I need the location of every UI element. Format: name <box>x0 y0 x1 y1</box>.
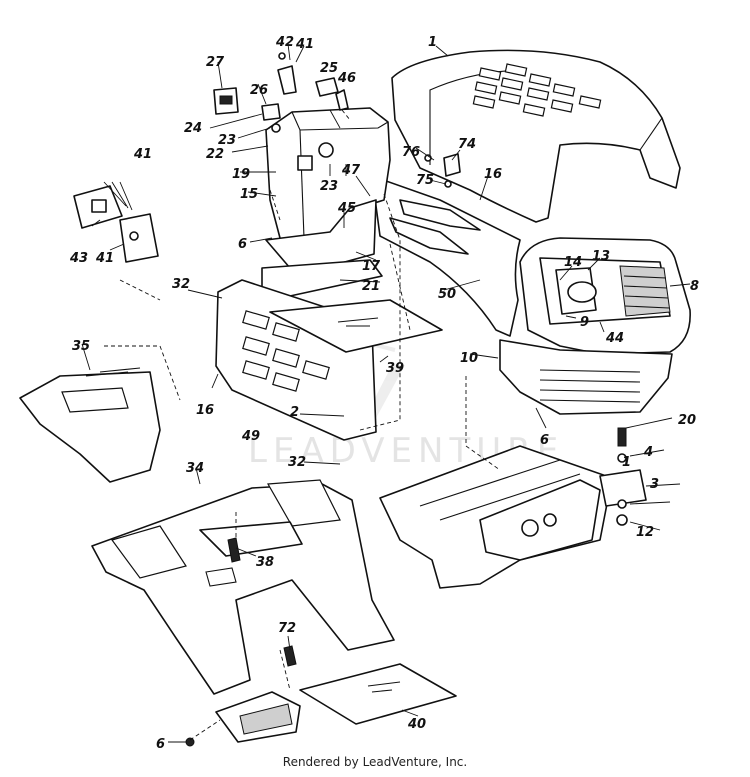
callout-43: 43 <box>69 251 88 266</box>
callout-39: 39 <box>386 361 404 376</box>
callout-8: 8 <box>690 279 699 294</box>
callout-27: 27 <box>206 55 225 70</box>
callout-40: 40 <box>407 717 426 732</box>
fender-detail <box>19 367 161 483</box>
callout-42: 42 <box>275 35 294 50</box>
callout-50: 50 <box>438 287 456 302</box>
callout-6-bumper: 6 <box>540 433 549 448</box>
callout-41-top: 41 <box>295 37 314 52</box>
callout-1-hood: 1 <box>428 35 437 50</box>
callout-24: 24 <box>184 121 202 136</box>
callout-6-rear: 6 <box>156 737 165 752</box>
switch-assembly <box>73 185 159 263</box>
callout-2: 2 <box>290 405 299 420</box>
callout-76: 76 <box>402 145 420 160</box>
callout-49: 49 <box>241 429 260 444</box>
leader-lines <box>81 43 691 743</box>
callout-20: 20 <box>678 413 696 428</box>
footer-credit: Rendered by LeadVenture, Inc. <box>282 755 468 769</box>
callout-75: 75 <box>416 173 434 188</box>
callout-26: 26 <box>250 83 268 98</box>
callout-21: 21 <box>362 279 380 294</box>
callout-32-lower: 32 <box>288 455 306 470</box>
callout-19: 19 <box>232 167 250 182</box>
hood-latch <box>424 153 461 188</box>
callout-34: 34 <box>186 461 204 476</box>
callout-labels: 1 1 2 3 4 6 6 6 8 9 10 12 13 14 15 16 16… <box>69 35 699 752</box>
callout-23-left: 23 <box>218 133 236 148</box>
callout-6-dash: 6 <box>238 237 247 252</box>
callout-23-right: 23 <box>320 179 338 194</box>
callout-74: 74 <box>458 137 476 152</box>
hood-side-panel <box>371 175 521 337</box>
callout-13: 13 <box>592 249 610 264</box>
callout-46: 46 <box>337 71 356 86</box>
callout-4: 4 <box>643 445 653 460</box>
callout-1-washer: 1 <box>622 455 631 470</box>
callout-32-upper: 32 <box>172 277 190 292</box>
fender-screw <box>227 537 241 563</box>
callout-16-hood: 16 <box>484 167 502 182</box>
front-bumper <box>499 339 673 415</box>
callout-45: 45 <box>337 201 356 216</box>
callout-9: 9 <box>580 315 589 330</box>
small-hardware <box>213 52 349 133</box>
callout-10: 10 <box>460 351 478 366</box>
callout-14: 14 <box>564 255 582 270</box>
floor-plate <box>269 299 443 353</box>
callout-47: 47 <box>341 163 361 178</box>
callout-44: 44 <box>605 331 624 346</box>
callout-17: 17 <box>362 259 381 274</box>
axle-hardware <box>599 427 647 526</box>
callout-25: 25 <box>320 61 338 76</box>
assembly-lines <box>104 109 501 741</box>
callout-41-lower: 41 <box>95 251 114 266</box>
rear-floor-plate <box>299 663 457 725</box>
callout-41-switch: 41 <box>133 147 152 162</box>
grille-assembly <box>519 237 691 355</box>
hood <box>391 49 681 223</box>
chassis-frame <box>379 445 613 589</box>
rear-fender <box>91 479 395 695</box>
callout-22: 22 <box>206 147 224 162</box>
callout-12: 12 <box>636 525 654 540</box>
rear-bracket <box>185 645 301 747</box>
callout-38: 38 <box>256 555 274 570</box>
callout-15: 15 <box>240 187 258 202</box>
callout-72: 72 <box>278 621 296 636</box>
callout-16-panel: 16 <box>196 403 214 418</box>
callout-35: 35 <box>72 339 90 354</box>
callout-3: 3 <box>650 477 659 492</box>
